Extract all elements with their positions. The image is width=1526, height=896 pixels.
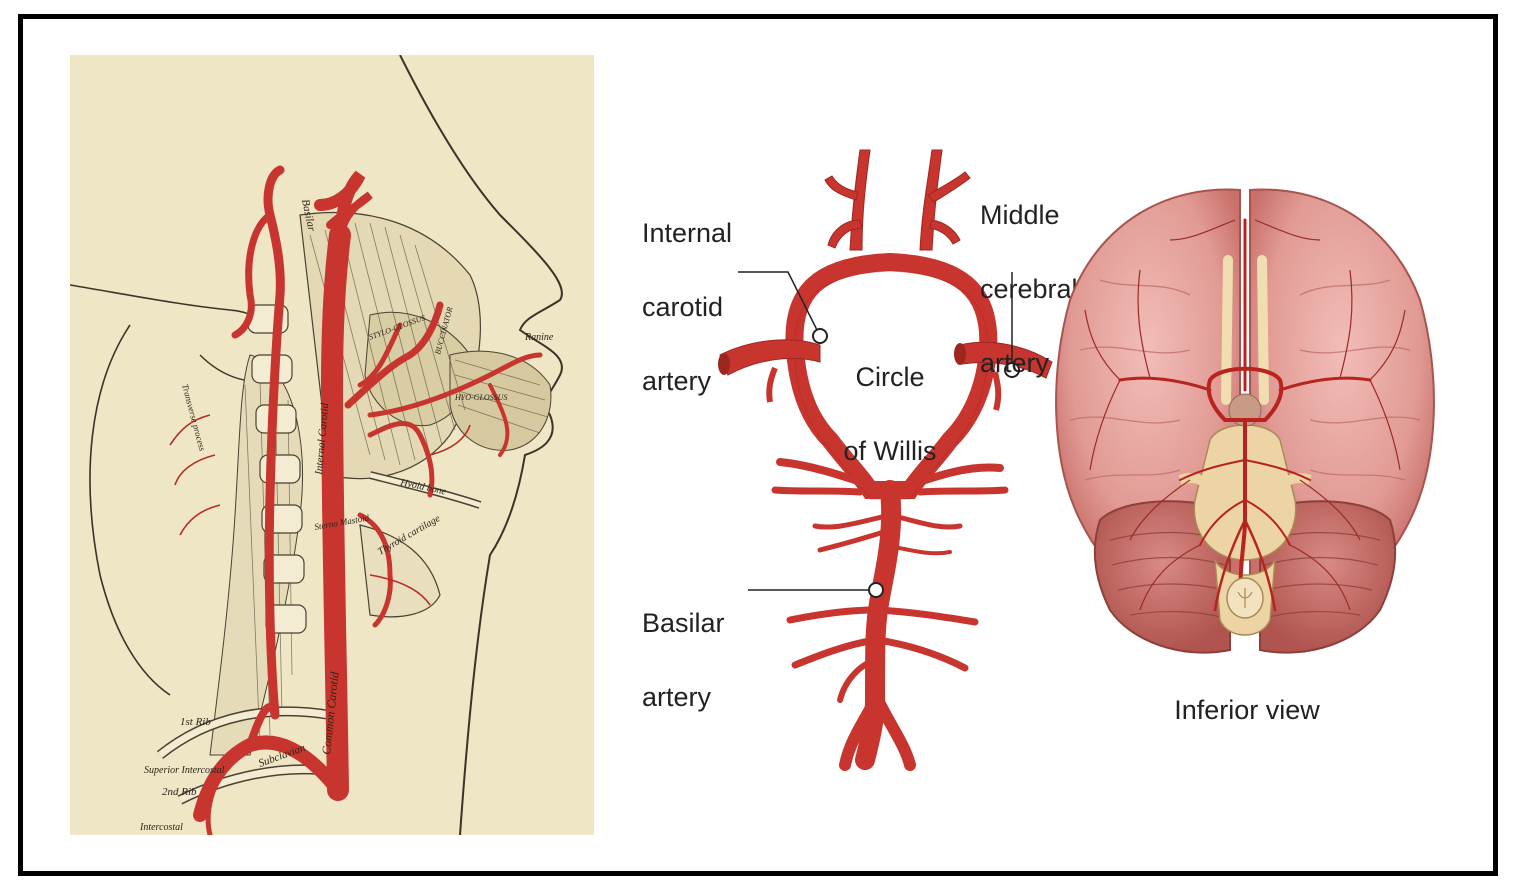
label-middle-cerebral-artery: Middle cerebral artery	[980, 200, 1078, 378]
engraving-svg: Basilar Internal Carotid Common Carotid …	[70, 55, 563, 835]
circle-of-willis-diagram: Internal carotid artery Middle cerebral …	[620, 140, 1090, 780]
label-basilar-artery: Basilar artery	[642, 608, 725, 712]
label-hyoid-bone: Hyoid bone	[398, 477, 447, 498]
circle-of-willis-svg	[718, 149, 1053, 771]
brain-inferior-view: Inferior view	[1040, 180, 1460, 740]
label-hyo-glossus: HYO-GLOSSUS	[454, 393, 507, 402]
label-internal-carotid-artery: Internal carotid artery	[642, 218, 733, 396]
label-second-rib: 2nd Rib	[162, 786, 197, 798]
label-ranine: Ranine	[524, 332, 554, 343]
label-intercostal: Intercostal	[139, 822, 183, 833]
label-circle-of-willis: Circle of Willis	[843, 362, 937, 466]
brain-svg	[1055, 188, 1435, 654]
label-superior-intercostal: Superior Intercostal	[144, 765, 225, 776]
label-first-rib: 1st Rib	[180, 716, 211, 728]
caption-inferior-view: Inferior view	[1174, 695, 1320, 725]
neck-arteries-engraving: Basilar Internal Carotid Common Carotid …	[70, 55, 594, 835]
